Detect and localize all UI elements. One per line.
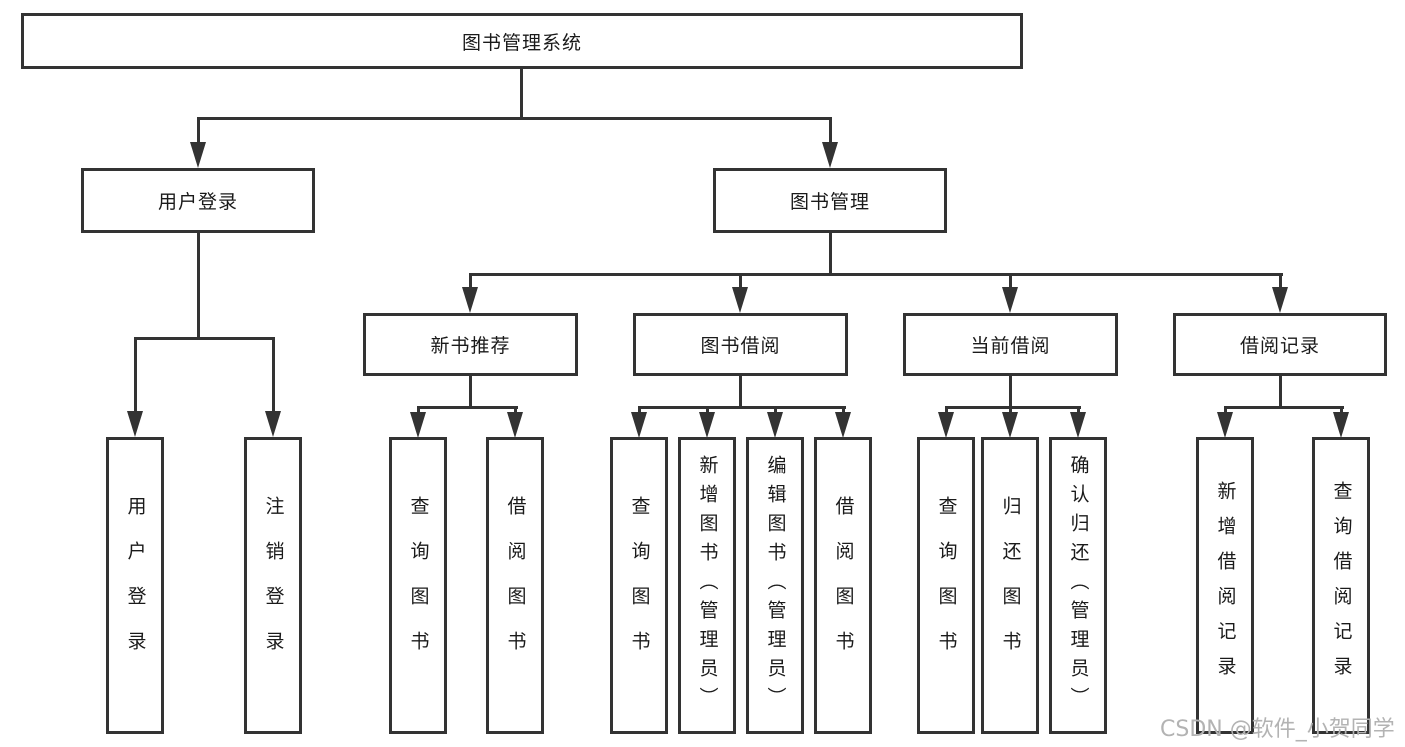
leaf-query-books-borrow: 查询图书 <box>610 437 668 734</box>
arrow-down-icon <box>822 142 838 168</box>
connector-line <box>1224 406 1344 409</box>
arrow-down-icon <box>938 412 954 438</box>
arrow-down-icon <box>1070 412 1086 438</box>
node-current-borrow: 当前借阅 <box>903 313 1118 376</box>
node-new-book-recommend: 新书推荐 <box>363 313 578 376</box>
connector-line <box>1279 273 1282 293</box>
connector-line <box>945 406 1081 409</box>
connector-line <box>706 406 709 415</box>
leaf-borrow-books-recommend: 借阅图书 <box>486 437 544 734</box>
connector-line <box>739 376 742 409</box>
connector-line <box>774 406 777 415</box>
connector-line <box>1009 273 1012 293</box>
leaf-return-books: 归还图书 <box>981 437 1039 734</box>
arrow-down-icon <box>1272 287 1288 313</box>
node-borrow-records: 借阅记录 <box>1173 313 1387 376</box>
node-root: 图书管理系统 <box>21 13 1023 69</box>
watermark: CSDN @软件_小贺同学 <box>1160 717 1395 742</box>
connector-line <box>1224 406 1227 415</box>
connector-line <box>1009 376 1012 409</box>
leaf-confirm-return-admin: 确认归还（管理员） <box>1049 437 1107 734</box>
connector-line <box>134 337 137 414</box>
node-book-borrow: 图书借阅 <box>633 313 848 376</box>
connector-line <box>1077 406 1080 415</box>
node-book-management: 图书管理 <box>713 168 947 233</box>
connector-line <box>197 233 200 340</box>
arrow-down-icon <box>732 287 748 313</box>
connector-line <box>945 406 948 415</box>
leaf-query-borrow-record: 查询借阅记录 <box>1312 437 1370 734</box>
arrow-down-icon <box>767 412 783 438</box>
connector-line <box>1009 406 1012 415</box>
arrow-down-icon <box>631 412 647 438</box>
connector-line <box>739 273 742 293</box>
arrow-down-icon <box>1002 287 1018 313</box>
leaf-edit-book-admin: 编辑图书（管理员） <box>746 437 804 734</box>
node-user-login: 用户登录 <box>81 168 315 233</box>
arrow-down-icon <box>265 411 281 437</box>
connector-line <box>197 117 832 120</box>
connector-line <box>829 233 832 276</box>
connector-line <box>197 117 200 145</box>
leaf-borrow-books: 借阅图书 <box>814 437 872 734</box>
arrow-down-icon <box>835 412 851 438</box>
connector-line <box>520 69 523 118</box>
connector-line <box>417 406 420 415</box>
arrow-down-icon <box>410 412 426 438</box>
arrow-down-icon <box>1333 412 1349 438</box>
connector-line <box>1340 406 1343 415</box>
connector-line <box>829 117 832 145</box>
arrow-down-icon <box>127 411 143 437</box>
arrow-down-icon <box>462 287 478 313</box>
leaf-query-books-recommend: 查询图书 <box>389 437 447 734</box>
leaf-add-book-admin: 新增图书（管理员） <box>678 437 736 734</box>
connector-line <box>469 273 472 293</box>
connector-line <box>638 406 641 415</box>
arrow-down-icon <box>507 412 523 438</box>
connector-line <box>272 337 275 414</box>
arrow-down-icon <box>1002 412 1018 438</box>
leaf-query-books-current: 查询图书 <box>917 437 975 734</box>
leaf-logout: 注销登录 <box>244 437 302 734</box>
connector-line <box>638 406 846 409</box>
connector-line <box>417 406 518 409</box>
leaf-user-login: 用户登录 <box>106 437 164 734</box>
connector-line <box>469 273 1283 276</box>
connector-line <box>514 406 517 415</box>
arrow-down-icon <box>699 412 715 438</box>
connector-line <box>842 406 845 415</box>
leaf-add-borrow-record: 新增借阅记录 <box>1196 437 1254 734</box>
connector-line <box>134 337 275 340</box>
arrow-down-icon <box>1217 412 1233 438</box>
arrow-down-icon <box>190 142 206 168</box>
connector-line <box>1279 376 1282 409</box>
connector-line <box>469 376 472 409</box>
